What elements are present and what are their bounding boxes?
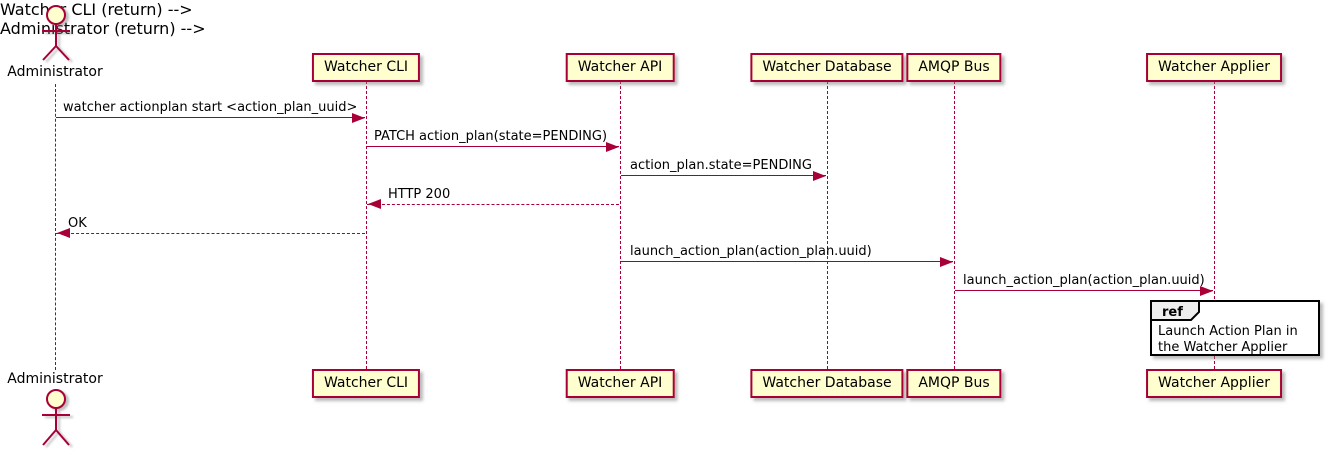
actor-figure-bottom [42, 389, 70, 446]
lifeline-administrator [55, 84, 56, 370]
message-label: PATCH action_plan(state=PENDING) [374, 129, 608, 144]
participant-label: Watcher Applier [1158, 59, 1270, 75]
participant-box-watcher-cli-top: Watcher CLI [311, 53, 421, 82]
ref-text: Launch Action Plan in the Watcher Applie… [1158, 324, 1298, 356]
actor-figure-top [42, 5, 70, 61]
message-line [621, 175, 826, 176]
participant-box-watcher-applier-top: Watcher Applier [1146, 53, 1282, 82]
participant-box-watcher-api-top: Watcher API [565, 53, 675, 82]
ref-fragment: ref Launch Action Plan in the Watcher Ap… [1150, 300, 1320, 356]
message-line [367, 204, 619, 205]
message-line [56, 117, 365, 118]
message-label: action_plan.state=PENDING [630, 158, 812, 173]
lifeline-watcher-api [620, 81, 621, 369]
participant-label: Watcher CLI [323, 59, 409, 75]
actor-label-bottom: Administrator [7, 371, 103, 387]
participant-label: AMQP Bus [918, 59, 990, 75]
ref-tab-icon: ref [1150, 300, 1200, 321]
message-label: HTTP 200 [388, 187, 451, 202]
participant-label: Watcher Database [762, 59, 892, 75]
participant-label: Watcher Database [762, 375, 892, 391]
message-label: OK [68, 216, 87, 231]
message-line [367, 146, 619, 147]
arrowhead-right-icon [940, 257, 953, 267]
message-line [621, 261, 953, 262]
lifeline-watcher-applier [1214, 81, 1215, 369]
participant-box-watcher-applier-bottom: Watcher Applier [1146, 369, 1282, 398]
participant-label: Watcher API [577, 375, 663, 391]
message-label: launch_action_plan(action_plan.uuid) [630, 244, 872, 259]
arrowhead-left-icon [368, 199, 381, 209]
message-label: launch_action_plan(action_plan.uuid) [963, 273, 1205, 288]
participant-box-watcher-api-bottom: Watcher API [565, 369, 675, 398]
arrowhead-right-icon [606, 142, 619, 152]
participant-box-amqp-bus-bottom: AMQP Bus [906, 369, 1002, 398]
participant-box-watcher-database-top: Watcher Database [750, 53, 904, 82]
message-line [955, 290, 1213, 291]
message-label: watcher actionplan start <action_plan_uu… [63, 100, 358, 115]
ref-keyword: ref [1162, 305, 1183, 320]
lifeline-watcher-database [827, 81, 828, 369]
message-line [56, 233, 365, 234]
lifeline-watcher-cli [366, 81, 367, 369]
arrowhead-right-icon [1200, 286, 1213, 296]
arrowhead-left-icon [57, 228, 70, 238]
arrowhead-right-icon [352, 113, 365, 123]
participant-box-watcher-cli-bottom: Watcher CLI [311, 369, 421, 398]
participant-box-watcher-database-bottom: Watcher Database [750, 369, 904, 398]
participant-label: Watcher CLI [323, 375, 409, 391]
actor-label-top: Administrator [7, 64, 103, 80]
lifeline-amqp-bus [954, 81, 955, 369]
participant-label: Watcher Applier [1158, 375, 1270, 391]
participant-label: Watcher API [577, 59, 663, 75]
participant-label: AMQP Bus [918, 375, 990, 391]
arrowhead-right-icon [813, 171, 826, 181]
participant-box-amqp-bus-top: AMQP Bus [906, 53, 1002, 82]
